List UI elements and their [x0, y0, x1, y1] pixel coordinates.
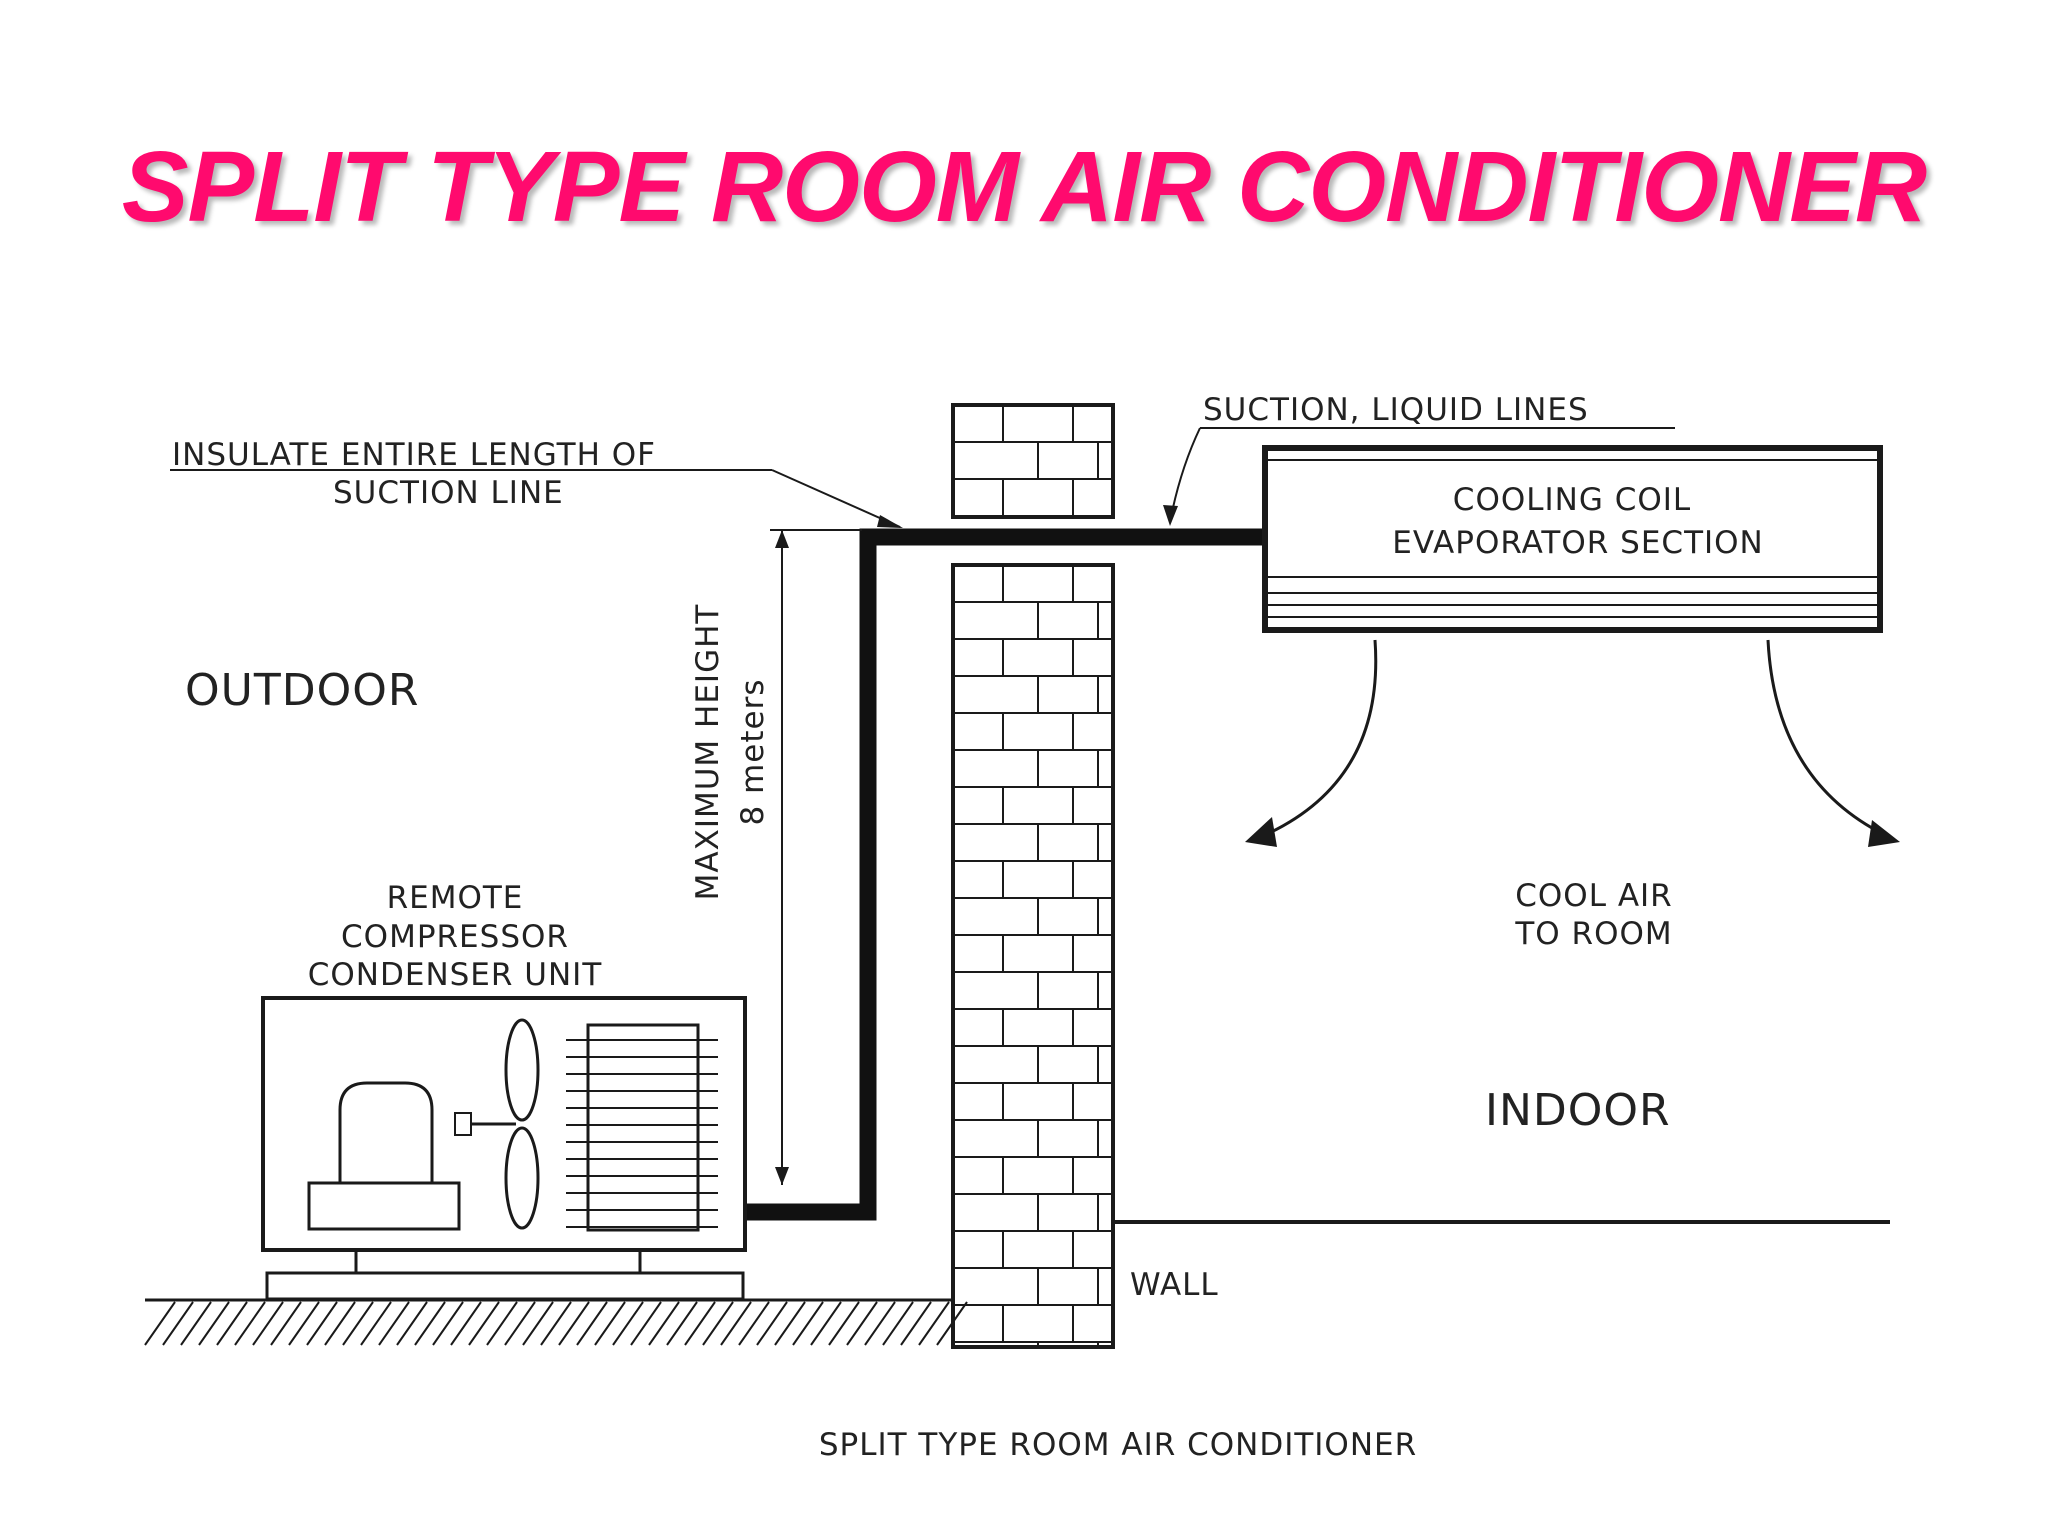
- ground: [144, 1298, 968, 1346]
- fan: [454, 1018, 540, 1230]
- evaporator-unit: [1262, 445, 1883, 633]
- label-8-meters: 8 meters: [735, 679, 771, 826]
- label-insulate-line2: SUCTION LINE: [333, 475, 564, 511]
- refrigerant-line: [745, 528, 1265, 1221]
- label-suction-liquid-lines: SUCTION, LIQUID LINES: [1203, 392, 1589, 428]
- brick-wall-main-bricks: [953, 565, 1113, 1347]
- label-indoor: INDOOR: [1485, 1085, 1671, 1136]
- label-evaporator-section: EVAPORATOR SECTION: [1392, 525, 1764, 561]
- label-cooling-coil: COOLING COIL: [1453, 482, 1691, 518]
- max-height-dimension: [770, 529, 862, 1185]
- cool-air-arrows: [1245, 639, 1900, 847]
- condenser-coil: [566, 1023, 718, 1232]
- label-to-room: TO ROOM: [1514, 916, 1672, 952]
- ground-hatching: [144, 1301, 968, 1346]
- slide-title: SPLIT TYPE ROOM AIR CONDITIONER: [121, 131, 1927, 243]
- diagram-labels: INSULATE ENTIRE LENGTH OF SUCTION LINE S…: [172, 392, 1764, 1463]
- label-maximum-height: MAXIMUM HEIGHT: [690, 604, 726, 901]
- diagram-caption: SPLIT TYPE ROOM AIR CONDITIONER: [819, 1427, 1417, 1463]
- label-cool-air: COOL AIR: [1515, 878, 1672, 914]
- label-insulate-line1: INSULATE ENTIRE LENGTH OF: [172, 437, 656, 473]
- brick-wall-top-bricks: [953, 405, 1113, 517]
- condenser-unit: [261, 996, 747, 1301]
- label-condenser-unit: CONDENSER UNIT: [308, 957, 603, 993]
- brick-wall: [951, 403, 1115, 1349]
- label-wall: WALL: [1130, 1267, 1219, 1303]
- label-compressor: COMPRESSOR: [341, 919, 569, 955]
- leader-lines: [170, 427, 1675, 528]
- compressor: [307, 1081, 461, 1231]
- label-remote: REMOTE: [387, 880, 524, 916]
- label-outdoor: OUTDOOR: [185, 665, 419, 716]
